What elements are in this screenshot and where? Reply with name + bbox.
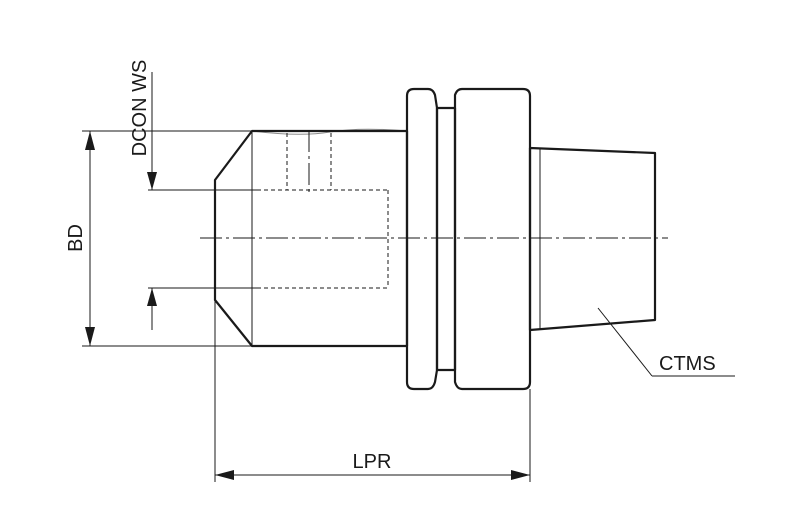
taper-section <box>528 146 657 332</box>
ctms-label: CTMS <box>659 353 716 375</box>
flange-ring-right <box>453 87 532 391</box>
flange-ring-left <box>405 87 439 391</box>
lpr-dimension <box>214 300 531 482</box>
bd-label: BD <box>65 224 87 252</box>
ctms-leader <box>597 307 735 377</box>
lpr-label: LPR <box>353 451 392 473</box>
dcon-ws-dimension <box>147 72 260 330</box>
hidden-bore-lines <box>152 130 389 289</box>
flange-groove <box>435 106 457 372</box>
dcon-ws-label: DCON WS <box>129 60 151 157</box>
bd-dimension <box>82 130 252 347</box>
